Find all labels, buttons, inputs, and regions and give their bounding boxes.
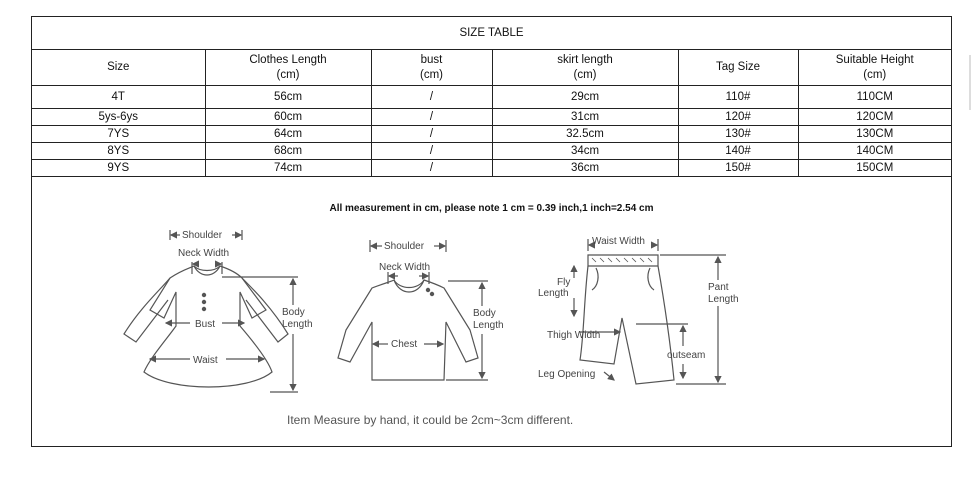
cell-size: 9YS (32, 159, 206, 177)
header-skirt-length: skirt length(cm) (491, 49, 679, 86)
cell-suitable-height: 150CM (797, 159, 952, 177)
table-title: SIZE TABLE (32, 17, 952, 50)
shirt-shoulder-label: Shoulder (384, 241, 425, 252)
pants-pant-length-label-1: Pant (708, 282, 729, 293)
hand-measure-note: Item Measure by hand, it could be 2cm~3c… (287, 413, 574, 427)
dress-neck-width-label: Neck Width (178, 248, 229, 259)
pants-outline (579, 265, 675, 385)
header-suitable-height: Suitable Height(cm) (797, 49, 952, 86)
cell-tag-size: 130# (677, 125, 799, 143)
cell-size: 7YS (32, 125, 206, 143)
shirt-outline (337, 279, 479, 381)
dress-outline (143, 265, 273, 388)
pants-leg-opening-label: Leg Opening (538, 369, 595, 380)
table-header-row: Size Clothes Length(cm) bust(cm) skirt l… (32, 49, 952, 86)
shirt-diagram (337, 240, 488, 381)
shirt-neck-width-label: Neck Width (379, 262, 430, 273)
pants-fly-length-label-1: Fly (557, 277, 570, 288)
dress-diagram (123, 230, 298, 393)
size-chart-frame: SIZE TABLE Size Clothes Length(cm) bust(… (31, 16, 952, 447)
size-table: SIZE TABLE Size Clothes Length(cm) bust(… (32, 17, 952, 177)
cell-clothes-length: 74cm (204, 159, 372, 177)
table-row: 9YS 74cm / 36cm 150# 150CM (32, 159, 952, 177)
shirt-chest-label: Chest (391, 339, 417, 350)
pants-outseam-label: outseam (667, 350, 705, 361)
pants-waist-width-label: Waist Width (592, 236, 645, 247)
table-row: 4T 56cm / 29cm 110# 110CM (32, 85, 952, 109)
dress-bust-label: Bust (195, 319, 215, 330)
cell-clothes-length: 68cm (204, 142, 372, 160)
measurement-note: All measurement in cm, please note 1 cm … (329, 203, 654, 214)
pants-waistband (587, 254, 659, 267)
pants-pant-length-label-2: Length (708, 294, 739, 305)
pants-fly-length-label-2: Length (538, 288, 569, 299)
dress-shoulder-label: Shoulder (182, 230, 223, 241)
table-row: 8YS 68cm / 34cm 140# 140CM (32, 142, 952, 160)
shirt-body-length-label-2: Length (473, 320, 504, 331)
dress-body-length-label-1: Body (282, 307, 305, 318)
cell-size: 8YS (32, 142, 206, 160)
header-size: Size (32, 49, 206, 86)
cell-skirt-length: 36cm (491, 159, 679, 177)
dress-waist-label: Waist (193, 355, 218, 366)
pants-thigh-width-label: Thigh Width (547, 330, 600, 341)
shirt-body-length-label-1: Body (473, 308, 496, 319)
cell-bust: / (370, 85, 493, 109)
cell-clothes-length: 56cm (204, 85, 372, 109)
table-row: 7YS 64cm / 32.5cm 130# 130CM (32, 125, 952, 143)
header-tag-size: Tag Size (677, 49, 799, 86)
page-edge-shadow (969, 55, 971, 110)
header-bust: bust(cm) (370, 49, 493, 86)
dress-body-length-label-2: Length (282, 319, 313, 330)
pants-diagram (570, 239, 726, 385)
